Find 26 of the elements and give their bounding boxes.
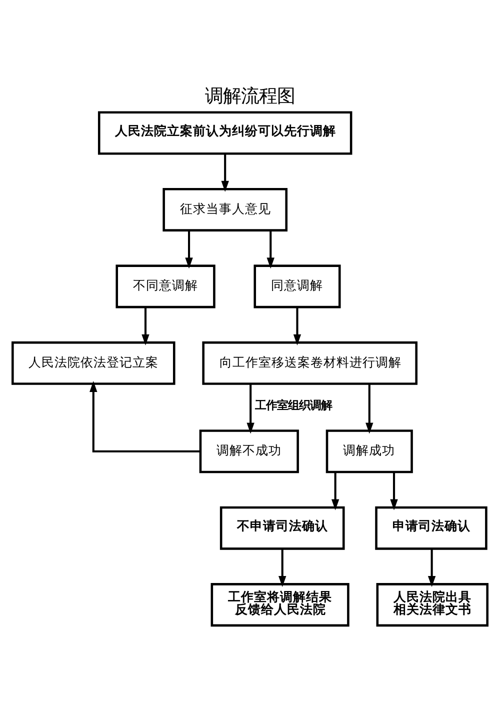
node-box: 人民法院立案前认为纠纷可以先行调解 (98, 110, 352, 154)
arrow (266, 230, 274, 268)
arrow (331, 472, 340, 510)
node-box: 不申请司法确认 (220, 506, 345, 550)
arrow (366, 384, 374, 434)
arrow (293, 306, 302, 345)
node-box: 调解不成功 (199, 429, 299, 473)
arrow (428, 548, 436, 586)
node-box: 申请司法确认 (375, 506, 488, 550)
arrow (278, 548, 286, 586)
node-box: 工作室将调解结果反馈给人民法院 (210, 582, 350, 626)
node-box: 人民法院依法登记立案 (12, 340, 176, 384)
node-box: 同意调解 (254, 264, 341, 308)
arrow (221, 153, 229, 192)
node-box: 人民法院出具相关法律文书 (376, 582, 488, 626)
node-box: 调解成功 (326, 429, 413, 473)
node-box: 征求当事人意见 (162, 187, 288, 231)
arrow (185, 230, 193, 268)
arrow (390, 472, 398, 510)
diagram-title: 调解流程图 (205, 85, 295, 106)
edge-label: 工作室组织调解 (254, 397, 332, 412)
node-box: 向工作室移送案卷材料进行调解 (202, 340, 418, 384)
arrow (90, 380, 200, 452)
arrow (142, 306, 150, 345)
arrow (246, 384, 254, 434)
node-box: 不同意调解 (116, 264, 216, 308)
